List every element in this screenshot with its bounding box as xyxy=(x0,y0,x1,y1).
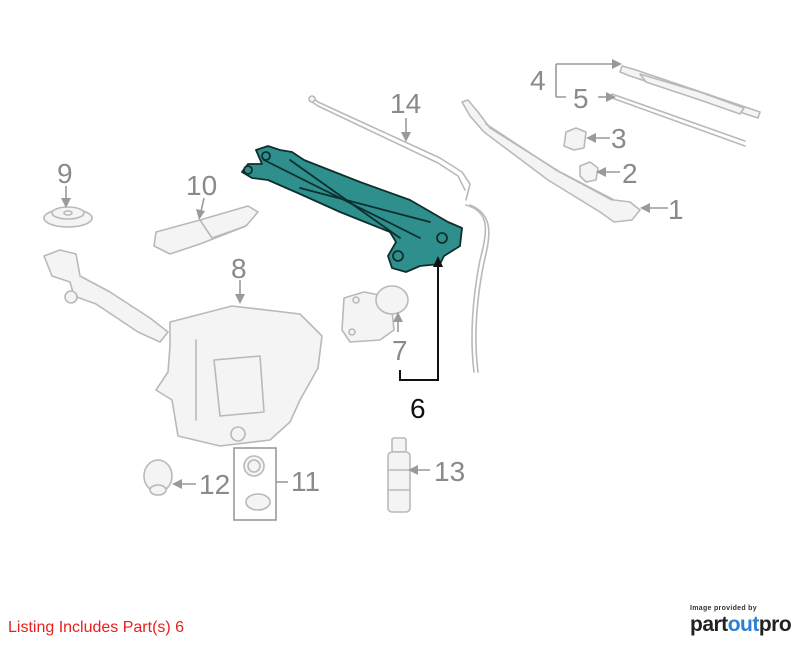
callout-5: 5 xyxy=(573,83,589,114)
washer-pump xyxy=(387,437,411,513)
brand-part: part xyxy=(690,613,728,636)
pivot-cap xyxy=(563,127,587,151)
leader-part-6 xyxy=(399,256,443,381)
callout-7: 7 xyxy=(392,335,408,366)
credit-caption: Image provided by xyxy=(690,605,757,612)
reservoir-bracket xyxy=(153,205,259,255)
image-credit: Image provided by partoutpro xyxy=(690,605,792,637)
grommet-kit xyxy=(233,447,277,521)
wiper-linkage-rod xyxy=(308,95,490,373)
callout-10: 10 xyxy=(186,170,217,201)
callout-4: 4 xyxy=(530,65,546,96)
pump-grommet xyxy=(143,459,173,496)
brand-logo: partoutpro xyxy=(690,613,792,637)
callout-6: 6 xyxy=(410,393,426,424)
callout-13: 13 xyxy=(434,456,465,487)
brand-out: out xyxy=(727,613,760,636)
callout-14: 14 xyxy=(390,88,421,119)
callout-9: 9 xyxy=(57,158,73,189)
washer-reservoir xyxy=(43,249,323,447)
callout-12: 12 xyxy=(199,469,230,500)
pivot-nut xyxy=(579,161,599,183)
callout-2: 2 xyxy=(622,158,638,189)
callout-11: 11 xyxy=(291,466,320,497)
listing-includes-note: Listing Includes Part(s) 6 xyxy=(8,619,185,636)
callout-8: 8 xyxy=(231,253,247,284)
brand-pro: pro xyxy=(758,613,792,636)
wiper-blade-assembly xyxy=(611,65,761,147)
wiper-motor xyxy=(341,285,409,343)
callout-3: 3 xyxy=(611,123,627,154)
leader-lines xyxy=(61,59,668,489)
reservoir-cap xyxy=(43,206,93,228)
wiper-linkage-part-6 xyxy=(241,145,463,273)
wiper-arm xyxy=(461,99,641,223)
callout-1: 1 xyxy=(668,194,684,225)
